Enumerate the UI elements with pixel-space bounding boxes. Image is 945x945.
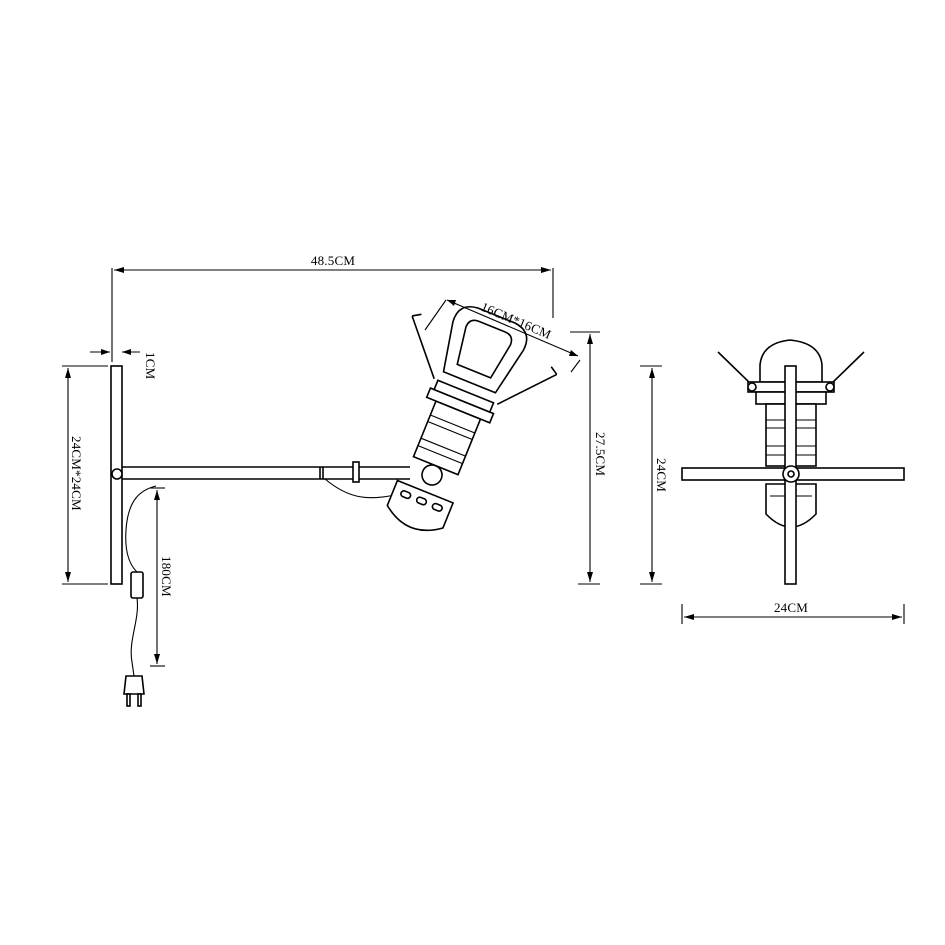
lamp-arm xyxy=(122,461,410,483)
lamp-holder xyxy=(386,305,558,532)
dimension-backplate-size: 24CM*24CM xyxy=(62,365,108,585)
overall-height-label: 27.5CM xyxy=(593,432,608,476)
dimension-front-width: 24CM xyxy=(681,600,905,624)
front-view: 24CM 24CM xyxy=(640,339,905,624)
backplate-pivot xyxy=(111,468,123,480)
front-width-label: 24CM xyxy=(774,600,808,615)
cord-length-label: 180CM xyxy=(159,556,174,597)
dimension-cord-length: 180CM xyxy=(150,487,174,667)
backplate-size-label: 24CM*24CM xyxy=(69,436,84,511)
backplate-thickness-label: 1CM xyxy=(143,352,158,380)
cage-arm-left xyxy=(717,351,753,386)
dimension-backplate-thickness: 1CM xyxy=(90,349,158,380)
shade-plate xyxy=(759,339,823,383)
plug-pin-right xyxy=(137,693,142,707)
side-view: 48.5CM 1CM 24CM*24CM xyxy=(62,253,608,707)
cage-arm-right xyxy=(829,351,865,386)
dimension-overall-height: 27.5CM xyxy=(570,331,608,585)
plug-body xyxy=(123,675,145,695)
overall-width-label: 48.5CM xyxy=(311,253,355,268)
power-cord xyxy=(123,485,157,707)
dimension-front-height: 24CM xyxy=(640,365,669,585)
inline-switch xyxy=(130,571,144,599)
plug-pin-left xyxy=(126,693,131,707)
front-height-label: 24CM xyxy=(654,458,669,492)
dimension-overall-width: 48.5CM xyxy=(111,253,554,362)
